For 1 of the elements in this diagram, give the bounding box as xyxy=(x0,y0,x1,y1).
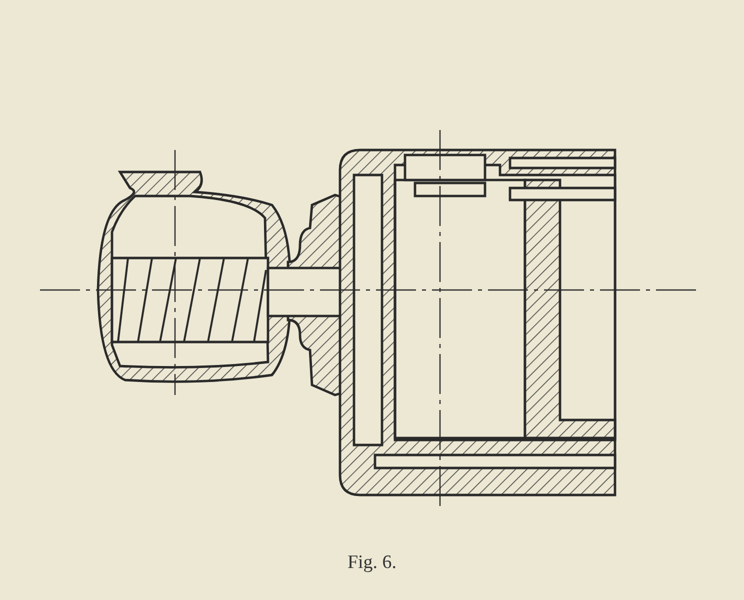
figure-caption: Fig. 6. xyxy=(347,552,397,574)
